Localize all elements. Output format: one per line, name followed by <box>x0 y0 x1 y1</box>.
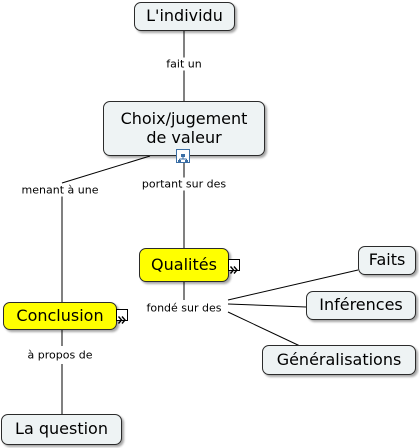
line-choix-menant <box>61 155 151 184</box>
node-faits[interactable]: Faits <box>358 246 416 275</box>
line-fonde-inferences <box>227 303 307 308</box>
node-question-label: La question <box>15 419 108 439</box>
node-conclusion-label: Conclusion <box>16 305 104 325</box>
double-chevron-right-icon[interactable] <box>116 309 128 324</box>
node-conclusion[interactable]: Conclusion <box>3 302 117 330</box>
line-fonde-faits <box>227 269 359 301</box>
node-inferences[interactable]: Inférences <box>306 291 416 320</box>
node-inferences-label: Inférences <box>319 295 403 315</box>
node-qualites-label: Qualités <box>151 254 217 274</box>
hierarchy-icon[interactable] <box>176 149 190 163</box>
node-choix-label: Choix/jugement de valeur <box>120 109 248 147</box>
line-fonde-generalisations <box>227 311 301 347</box>
node-generalisations-label: Généralisations <box>276 349 402 369</box>
double-chevron-right-icon[interactable] <box>228 259 240 274</box>
link-label-portant-sur-des: portant sur des <box>139 177 229 191</box>
node-individu[interactable]: L'individu <box>134 2 235 31</box>
node-generalisations[interactable]: Généralisations <box>262 345 416 375</box>
node-individu-label: L'individu <box>146 6 223 26</box>
link-label-a-propos-de: à propos de <box>25 348 95 362</box>
link-label-fonde-sur-des: fondé sur des <box>144 301 224 315</box>
link-label-menant-a-une: menant à une <box>19 183 101 197</box>
node-choix-jugement[interactable]: Choix/jugement de valeur <box>103 101 265 156</box>
link-label-fait-un: fait un <box>164 57 204 71</box>
node-la-question[interactable]: La question <box>1 414 122 445</box>
node-qualites[interactable]: Qualités <box>139 248 229 282</box>
node-faits-label: Faits <box>368 250 406 270</box>
